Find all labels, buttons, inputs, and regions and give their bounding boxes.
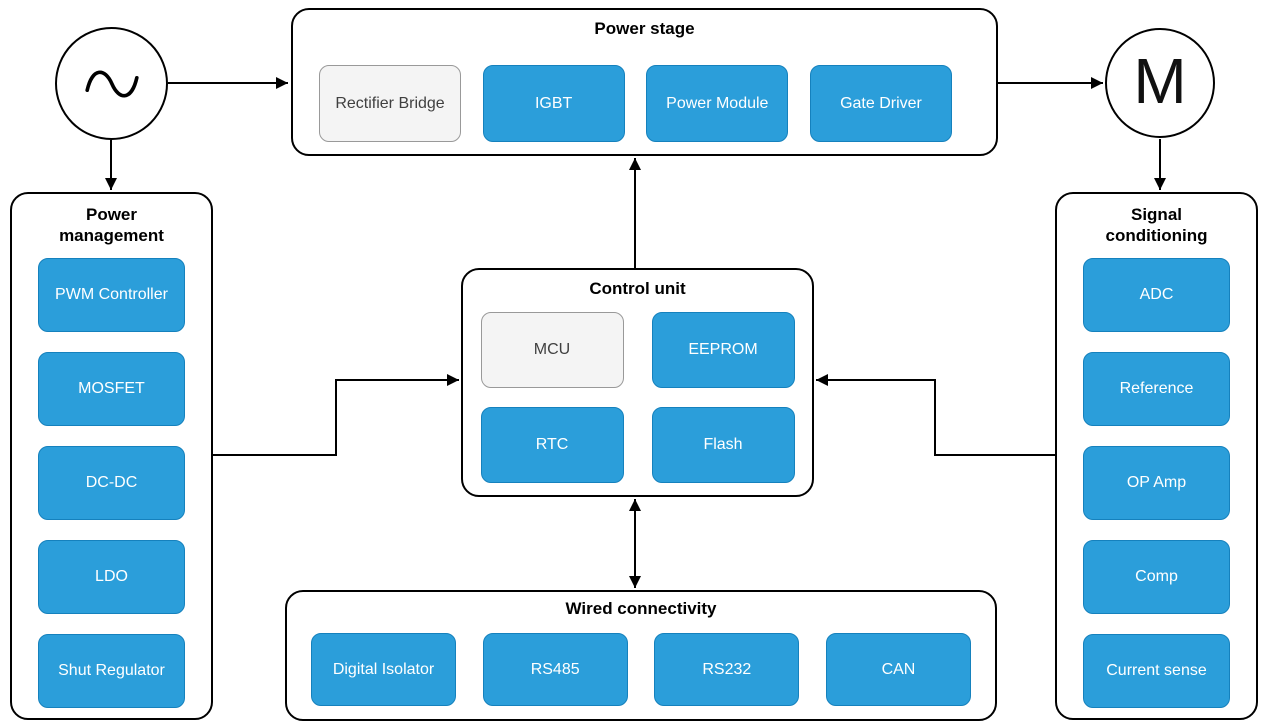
wired-connectivity-blocks: Digital Isolator RS485 RS232 CAN: [287, 633, 995, 706]
block-mcu: MCU: [480, 312, 624, 388]
block-comp: Comp: [1083, 540, 1230, 614]
block-power-module: Power Module: [646, 65, 789, 142]
group-title-signal-conditioning: Signal conditioning: [1105, 205, 1208, 245]
group-wired-connectivity: Wired connectivity Digital Isolator RS48…: [285, 590, 997, 721]
block-mosfet: MOSFET: [38, 352, 185, 426]
signal-conditioning-blocks: ADC Reference OP Amp Comp Current sense: [1083, 258, 1230, 708]
block-eeprom: EEPROM: [651, 312, 795, 388]
block-digital-isolator: Digital Isolator: [311, 633, 456, 706]
sine-wave-icon: [84, 70, 139, 97]
group-power-stage: Power stage Rectifier Bridge IGBT Power …: [291, 8, 998, 156]
group-control-unit: Control unit MCU EEPROM RTC Flash: [461, 268, 814, 497]
block-can: CAN: [825, 633, 971, 706]
motor-node: M: [1105, 28, 1215, 138]
block-gate-driver: Gate Driver: [809, 65, 952, 142]
ac-source-node: [55, 27, 168, 140]
block-rs232: RS232: [654, 633, 800, 706]
block-reference: Reference: [1083, 352, 1230, 426]
group-title-control-unit: Control unit: [589, 279, 686, 298]
arrow-signal-conditioning-to-control-unit: [816, 374, 1056, 456]
group-power-management: Power management PWM Controller MOSFET D…: [10, 192, 213, 720]
group-title-power-management: Power management: [59, 205, 164, 245]
block-ldo: LDO: [38, 540, 185, 614]
block-op-amp: OP Amp: [1083, 446, 1230, 520]
block-current-sense: Current sense: [1083, 634, 1230, 708]
block-shut-regulator: Shut Regulator: [38, 634, 185, 708]
motor-label: M: [1133, 45, 1187, 117]
power-stage-blocks: Rectifier Bridge IGBT Power Module Gate …: [293, 65, 996, 142]
block-igbt: IGBT: [482, 65, 625, 142]
block-rtc: RTC: [480, 407, 624, 483]
group-title-wired-connectivity: Wired connectivity: [565, 599, 717, 618]
power-management-blocks: PWM Controller MOSFET DC-DC LDO Shut Reg…: [38, 258, 185, 708]
block-flash: Flash: [651, 407, 795, 483]
arrow-power-management-to-control-unit: [213, 374, 459, 456]
group-signal-conditioning: Signal conditioning ADC Reference OP Amp…: [1055, 192, 1258, 720]
block-rectifier-bridge: Rectifier Bridge: [319, 65, 461, 142]
group-title-power-stage: Power stage: [594, 19, 695, 38]
control-unit-blocks: MCU EEPROM RTC Flash: [463, 312, 812, 483]
block-rs485: RS485: [482, 633, 628, 706]
block-adc: ADC: [1083, 258, 1230, 332]
block-pwm-controller: PWM Controller: [38, 258, 185, 332]
block-dc-dc: DC-DC: [38, 446, 185, 520]
